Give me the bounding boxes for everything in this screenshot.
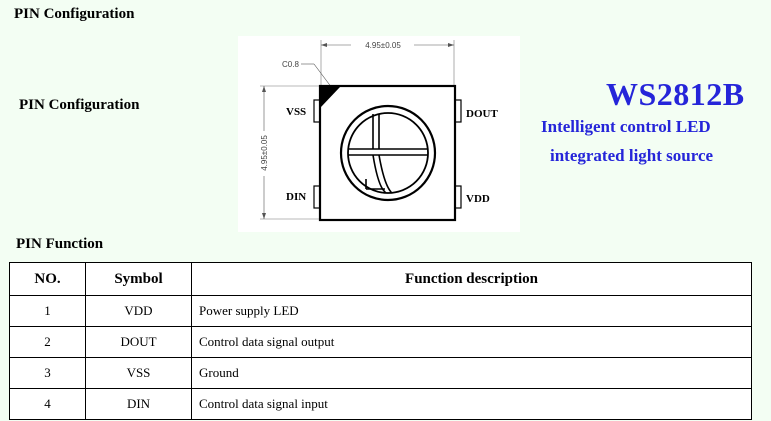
cell-description: Power supply LED	[191, 295, 752, 327]
cell-symbol: VSS	[85, 357, 192, 389]
cell-symbol: DOUT	[85, 326, 192, 358]
table-header-row: NO. Symbol Function description	[9, 262, 752, 296]
table-row: 3 VSS Ground	[9, 357, 752, 389]
page-heading-pin-configuration: PIN Configuration	[14, 6, 135, 22]
table-row: 1 VDD Power supply LED	[9, 295, 752, 327]
lead-frame	[348, 114, 428, 193]
section-heading-pin-function: PIN Function	[16, 236, 104, 252]
cell-description: Ground	[191, 357, 752, 389]
pin-configuration-diagram: 4.95±0.05 C0.8 4.95±0.05	[238, 36, 520, 232]
cell-no: 2	[9, 326, 86, 358]
table-row: 4 DIN Control data signal input	[9, 388, 752, 420]
pin-label-dout: DOUT	[466, 108, 498, 120]
cell-symbol: VDD	[85, 295, 192, 327]
header-no: NO.	[9, 262, 86, 296]
product-subtitle-line2: integrated light source	[550, 146, 714, 165]
height-dimension: 4.95±0.05	[260, 135, 269, 171]
table-row: 2 DOUT Control data signal output	[9, 326, 752, 358]
package-outline-drawing: 4.95±0.05 C0.8 4.95±0.05	[260, 40, 498, 222]
lens-inner-ring	[347, 112, 429, 194]
cell-description: Control data signal output	[191, 326, 752, 358]
cell-no: 4	[9, 388, 86, 420]
pin1-chamfer-mark	[321, 87, 340, 107]
package-body	[318, 84, 457, 222]
header-function-description: Function description	[191, 262, 752, 296]
width-dimension: 4.95±0.05	[365, 41, 401, 50]
cell-description: Control data signal input	[191, 388, 752, 420]
pin-function-table: NO. Symbol Function description 1 VDD Po…	[9, 262, 752, 420]
lens-outer-ring	[339, 104, 437, 202]
chamfer-label: C0.8	[282, 60, 299, 69]
pin-label-vdd: VDD	[466, 193, 490, 205]
pin-label-vss: VSS	[286, 106, 306, 118]
cell-symbol: DIN	[85, 388, 192, 420]
diagram-caption-pin-configuration: PIN Configuration	[19, 97, 140, 113]
pin-label-din: DIN	[286, 191, 306, 203]
product-title: WS2812B	[606, 76, 745, 112]
cell-no: 3	[9, 357, 86, 389]
product-subtitle-line1: Intelligent control LED	[541, 117, 711, 136]
cell-no: 1	[9, 295, 86, 327]
header-symbol: Symbol	[85, 262, 192, 296]
